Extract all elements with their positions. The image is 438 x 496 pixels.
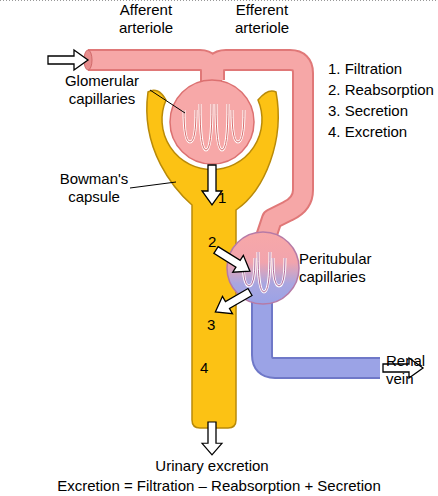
blood-in-arrow <box>48 50 88 70</box>
secretion-arrow <box>210 283 255 320</box>
peritubular-loop-edges <box>243 252 285 292</box>
vessel-label: Efferent arteriole <box>217 1 307 37</box>
callout-number: 3 <box>207 316 221 334</box>
leader-line <box>130 182 176 188</box>
excretion-arrow <box>202 422 222 455</box>
capillary-loops <box>184 104 244 150</box>
part-label: Bowman's capsule <box>52 170 136 206</box>
venule-outline <box>262 295 380 368</box>
caption: Excretion = Filtration – Reabsorption + … <box>0 477 438 495</box>
part-label: Peritubular capillaries <box>299 250 399 286</box>
leader-line <box>150 90 185 113</box>
process-list-item: 4. Excretion <box>328 123 438 141</box>
output-label: Urinary excretion <box>112 457 312 475</box>
process-list-item: 1. Filtration <box>328 60 438 78</box>
border-line <box>0 0 438 1</box>
capillary-loop-edges <box>184 104 244 150</box>
glomerulus <box>170 80 254 164</box>
part-label: Renal vein <box>386 352 436 388</box>
reabsorption-arrow <box>211 242 256 280</box>
callout-number: 2 <box>208 233 222 251</box>
peritubular-loops <box>243 252 285 292</box>
callout-number: 4 <box>200 359 214 377</box>
vessel-label: Afferent arteriole <box>101 1 191 37</box>
part-label: Glomerular capillaries <box>48 72 156 108</box>
process-list-item: 3. Secretion <box>328 102 438 120</box>
venule <box>262 295 380 368</box>
callout-number: 1 <box>218 189 232 207</box>
process-list-item: 2. Reabsorption <box>328 81 438 99</box>
